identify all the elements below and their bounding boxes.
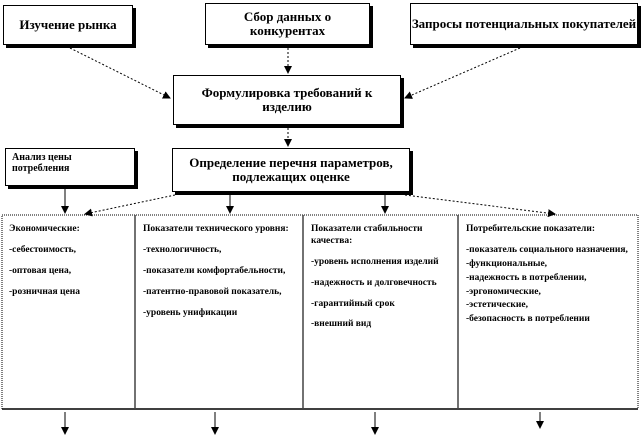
column-title: Показатели технического уровня: (143, 224, 289, 234)
parameters-box: Определение перечня параметров, подлежащ… (172, 148, 410, 192)
list-item: -патентно-правовой показатель, (143, 286, 282, 297)
list-item: -розничная цена (9, 286, 80, 297)
column-title: Потребительские показатели: (466, 224, 595, 234)
list-item: -гарантийный срок (311, 298, 395, 309)
competitor-data-box: Сбор данных о конкурентах (205, 3, 370, 45)
column-title: Экономические: (9, 224, 80, 234)
list-item: -технологичность, (143, 244, 222, 255)
arrow-params-to-col4 (404, 194, 556, 218)
list-item: -уровень исполнения изделий (311, 256, 439, 267)
list-item: -внешний вид (311, 319, 372, 330)
list-item: -показатель социального назначения, (466, 244, 628, 255)
list-item: -надежность и долговечность (311, 277, 437, 288)
column-title: Показатели стабильности качества: (311, 224, 423, 246)
list-item: -оптовая цена, (9, 265, 72, 276)
arrow-params-to-col1 (84, 194, 176, 217)
market-research-box: Изучение рынка (3, 5, 133, 45)
list-item: -эстетические, (466, 300, 528, 311)
column-stability: Показатели стабильности качества: -урове… (305, 216, 458, 409)
requirements-box: Формулировка требований к изделию (173, 75, 401, 125)
column-consumer: Потребительские показатели: -показатель … (460, 216, 638, 409)
arrow-market-to-req (69, 47, 171, 99)
column-technical: Показатели технического уровня: -техноло… (137, 216, 303, 409)
column-economic: Экономические: -себестоимость, -оптовая … (3, 216, 135, 409)
list-item: -функциональные, (466, 258, 548, 269)
list-item: -эргономические, (466, 286, 541, 297)
arrow-buyers-to-req (404, 47, 521, 99)
price-analysis-box: Анализ цены потребления (5, 148, 135, 186)
list-item: -уровень унификации (143, 307, 238, 318)
list-item: -показатели комфортабельности, (143, 265, 286, 276)
list-item: -надежность в потреблении, (466, 272, 587, 283)
list-item: -себестоимость, (9, 244, 77, 255)
list-item: -безопасность в потреблении (466, 314, 590, 325)
buyer-requests-box: Запросы потенциальных покупателей (410, 3, 638, 45)
